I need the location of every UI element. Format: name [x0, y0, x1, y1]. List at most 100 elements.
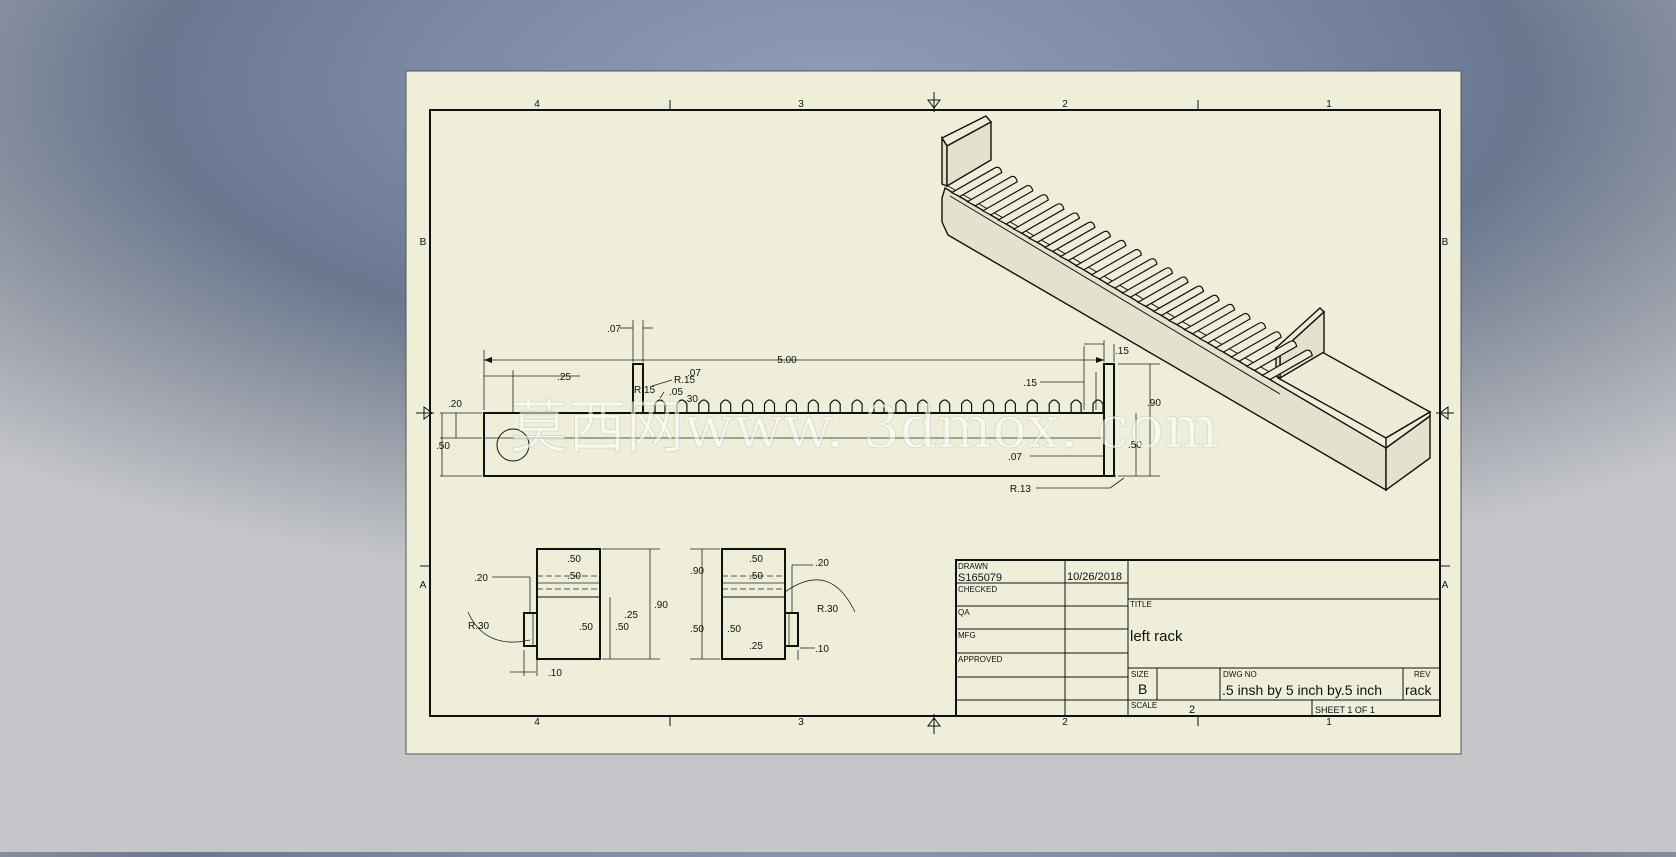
iso-tooth [1043, 221, 1096, 253]
tb-drawn-by: S165079 [958, 572, 1002, 584]
dim-end-wall: .15 [1115, 346, 1129, 357]
sl-dim-h-total: .90 [654, 600, 668, 611]
tb-rev-label: REV [1414, 670, 1431, 679]
zone-col-2-bottom: 2 [1062, 717, 1068, 728]
title-block-frame [955, 559, 1441, 717]
iso-tooth [1198, 312, 1251, 344]
iso-tooth [1152, 285, 1205, 317]
front-tooth [829, 399, 841, 413]
zone-row-a-left: A [420, 580, 427, 591]
side-view-left[interactable]: .50 .50 .50 .50 .20 R.30 .25 .90 .10 [467, 548, 668, 679]
front-tooth [982, 399, 995, 413]
iso-tooth [1059, 230, 1112, 262]
tb-scale-label: SCALE [1131, 701, 1157, 710]
tb-mfg-label: MFG [958, 631, 976, 640]
title-block[interactable]: DRAWN S165079 10/26/2018 CHECKED QA MFG … [955, 559, 1441, 717]
tb-rev: rack [1405, 682, 1432, 698]
iso-tooth [1136, 276, 1189, 307]
front-tooth [676, 399, 688, 413]
dim-height-body: .50 [436, 441, 450, 452]
front-tooth [1048, 399, 1060, 413]
front-tooth [1026, 399, 1038, 413]
iso-tooth [1105, 258, 1158, 289]
zone-col-3-bottom: 3 [798, 717, 804, 728]
front-tooth [1092, 399, 1104, 413]
dim-small-a: .05 [669, 387, 683, 398]
iso-tooth [1028, 212, 1081, 243]
sr-dim-tab: .10 [815, 644, 829, 655]
side-right-tab [784, 612, 799, 647]
dim-end-slot: .07 [1008, 452, 1022, 463]
tb-scale: 2 [1189, 704, 1195, 716]
front-tooth [785, 399, 797, 413]
sl-dim-radius: R.30 [468, 621, 490, 632]
zone-col-2-top: 2 [1062, 99, 1068, 110]
dim-height-total: .90 [1147, 398, 1161, 409]
front-tooth [720, 399, 732, 413]
sl-dim-w-mid: .50 [567, 571, 581, 582]
iso-tooth [1245, 340, 1298, 371]
tb-title-label: TITLE [1130, 600, 1152, 609]
dim-tooth-depth: .07 [687, 368, 701, 379]
front-tooth [851, 399, 863, 413]
zone-row-b-left: B [420, 237, 427, 248]
iso-tooth [1090, 248, 1143, 280]
front-view[interactable]: 5.00 .25 .07 R.15 R.15 .07 .05 .30 .15 [436, 320, 1161, 495]
sl-dim-w-bot: .50 [579, 622, 593, 633]
sr-dim-h-body: .50 [690, 624, 704, 635]
dim-bottom-radius: R.13 [1010, 484, 1032, 495]
front-tooth [654, 399, 666, 413]
iso-tooth [981, 184, 1034, 216]
iso-tooth [1121, 267, 1174, 298]
sr-dim-offset: .20 [815, 558, 829, 569]
sl-dim-w-top: .50 [567, 554, 581, 565]
tb-drawn-date: 10/26/2018 [1067, 571, 1122, 583]
side-right-body [721, 548, 786, 660]
iso-tooth [1167, 294, 1220, 326]
dim-height-top: .20 [448, 399, 462, 410]
dim-tip-radius: R.15 [634, 385, 656, 396]
sr-dim-w-mid: .50 [749, 571, 763, 582]
center-marks [416, 92, 1454, 734]
sr-dim-radius: R.30 [817, 604, 839, 615]
front-tooth [895, 399, 907, 413]
tb-size: B [1138, 681, 1147, 697]
front-tooth [873, 399, 885, 413]
front-tooth [961, 399, 973, 413]
iso-tooth [997, 194, 1050, 225]
tb-sheet: SHEET 1 OF 1 [1315, 705, 1375, 715]
dim-small-b: .30 [684, 394, 698, 405]
zone-col-4-bottom: 4 [534, 717, 540, 728]
isometric-teeth [950, 166, 1313, 381]
front-tooth [742, 399, 754, 413]
dim-end-offset: .25 [557, 372, 571, 383]
sr-dim-w-bot: .50 [727, 624, 741, 635]
front-tooth [939, 399, 951, 413]
tb-qa-label: QA [958, 608, 970, 617]
isometric-view[interactable] [940, 115, 1432, 492]
front-tooth [1070, 399, 1082, 413]
front-tooth [1004, 399, 1016, 413]
dim-end-right: .50 [1128, 440, 1142, 451]
zone-ticks [420, 100, 1450, 726]
front-tooth [698, 399, 710, 413]
sl-dim-w-bot2: .50 [615, 622, 629, 633]
tb-approved-label: APPROVED [958, 655, 1003, 664]
tb-drawn-label: DRAWN [958, 562, 988, 571]
dim-overall-length: 5.00 [777, 355, 797, 366]
side-view-right[interactable]: .50 .50 .90 .50 .50 .20 R.30 .25 .10 [690, 548, 856, 660]
watermark-text: 莫西网www. 3dmox. com [510, 393, 1219, 461]
iso-tooth [1260, 349, 1313, 381]
iso-tooth [1229, 331, 1282, 362]
tb-checked-label: CHECKED [958, 585, 997, 594]
iso-tooth [950, 166, 1003, 198]
mounting-hole [496, 428, 530, 462]
sl-dim-offset: .20 [474, 573, 488, 584]
zone-labels: 4 3 2 1 4 3 2 1 B A B A [420, 99, 1449, 728]
iso-tooth [1074, 239, 1127, 271]
sr-dim-h-total: .90 [690, 566, 704, 577]
zone-row-b-right: B [1442, 237, 1449, 248]
front-tooth [807, 399, 819, 413]
